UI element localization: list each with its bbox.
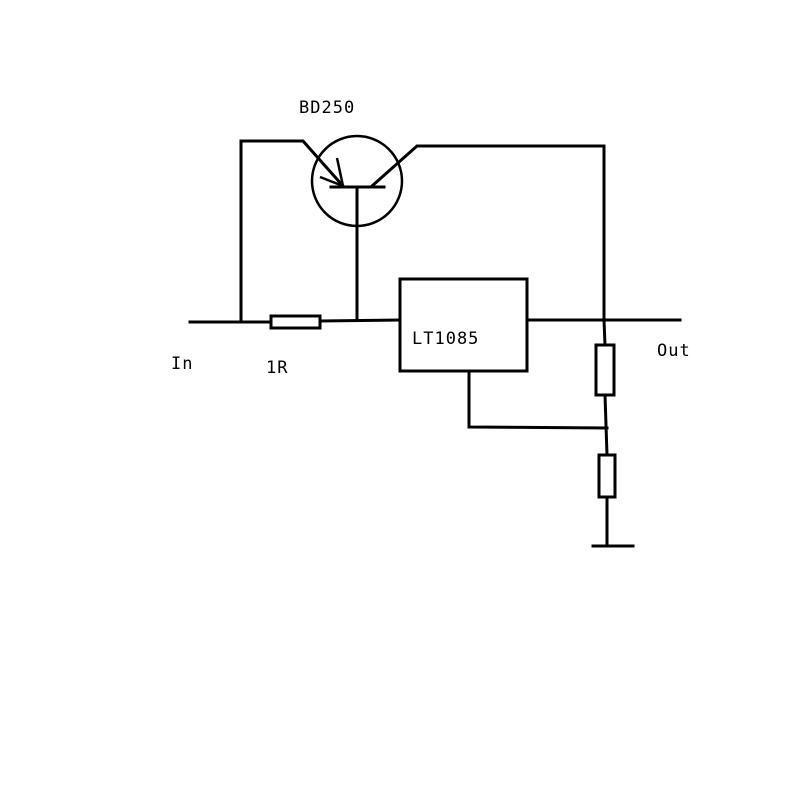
lower-divider-resistor [597,453,617,499]
output-label: Out [657,341,691,361]
input-label: In [171,354,193,374]
input-rail [188,318,402,324]
resistor-label: 1R [266,358,288,378]
collector-wire [369,144,606,322]
adjust-wire [467,370,609,430]
series-resistor [269,314,322,330]
emitter-wire [239,139,346,324]
regulator-block [398,277,529,373]
transistor-label: BD250 [299,98,355,118]
transistor-symbol [310,134,404,228]
upper-divider-resistor [594,343,616,397]
regulator-label: LT1085 [412,329,479,349]
